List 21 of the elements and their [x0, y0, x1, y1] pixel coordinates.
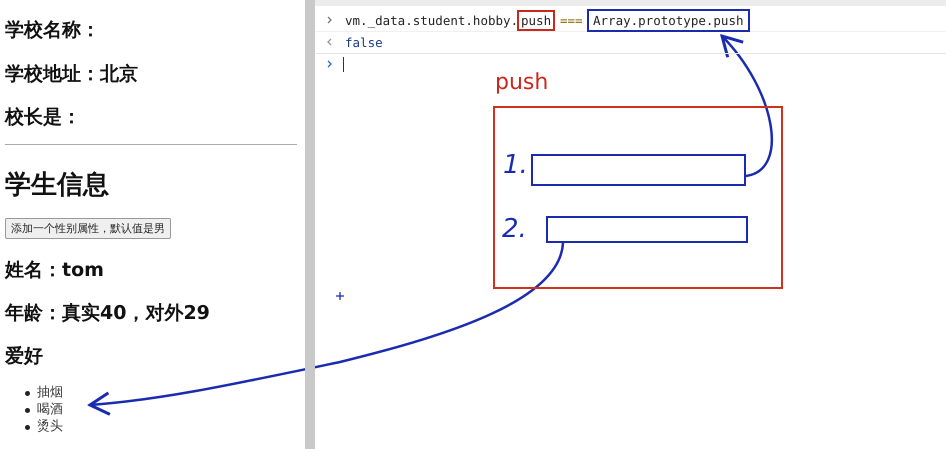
- heading-text: 爱好: [5, 344, 43, 369]
- handwritten-number: 2.: [502, 214, 527, 244]
- result-text: false: [345, 35, 383, 50]
- highlight-box: push: [517, 10, 556, 31]
- box-title: push: [495, 70, 548, 95]
- heading-text: 年龄：真实40，对外29: [5, 301, 210, 326]
- heading-text: 学校名称：: [5, 18, 100, 43]
- list-item: 喝酒: [37, 401, 63, 418]
- hand-drawn-arrow: [88, 242, 564, 416]
- list-item: 烫头: [37, 418, 63, 435]
- add-button: 添加一个性别属性，默认值是男: [5, 218, 171, 239]
- code-text: vm._data.student.hobby.: [345, 13, 518, 28]
- list-item: 抽烟: [37, 384, 63, 401]
- handwritten-number: 1.: [503, 150, 528, 180]
- operator-text: ===: [560, 13, 583, 28]
- hand-drawn-arrow: [720, 34, 773, 178]
- section-heading: 学生信息: [5, 169, 109, 202]
- heading-text: 学校地址：北京: [5, 62, 138, 87]
- heading-text: 校长是：: [5, 105, 81, 130]
- heading-text: 姓名：tom: [5, 258, 104, 283]
- highlight-box: Array.prototype.push: [587, 9, 750, 32]
